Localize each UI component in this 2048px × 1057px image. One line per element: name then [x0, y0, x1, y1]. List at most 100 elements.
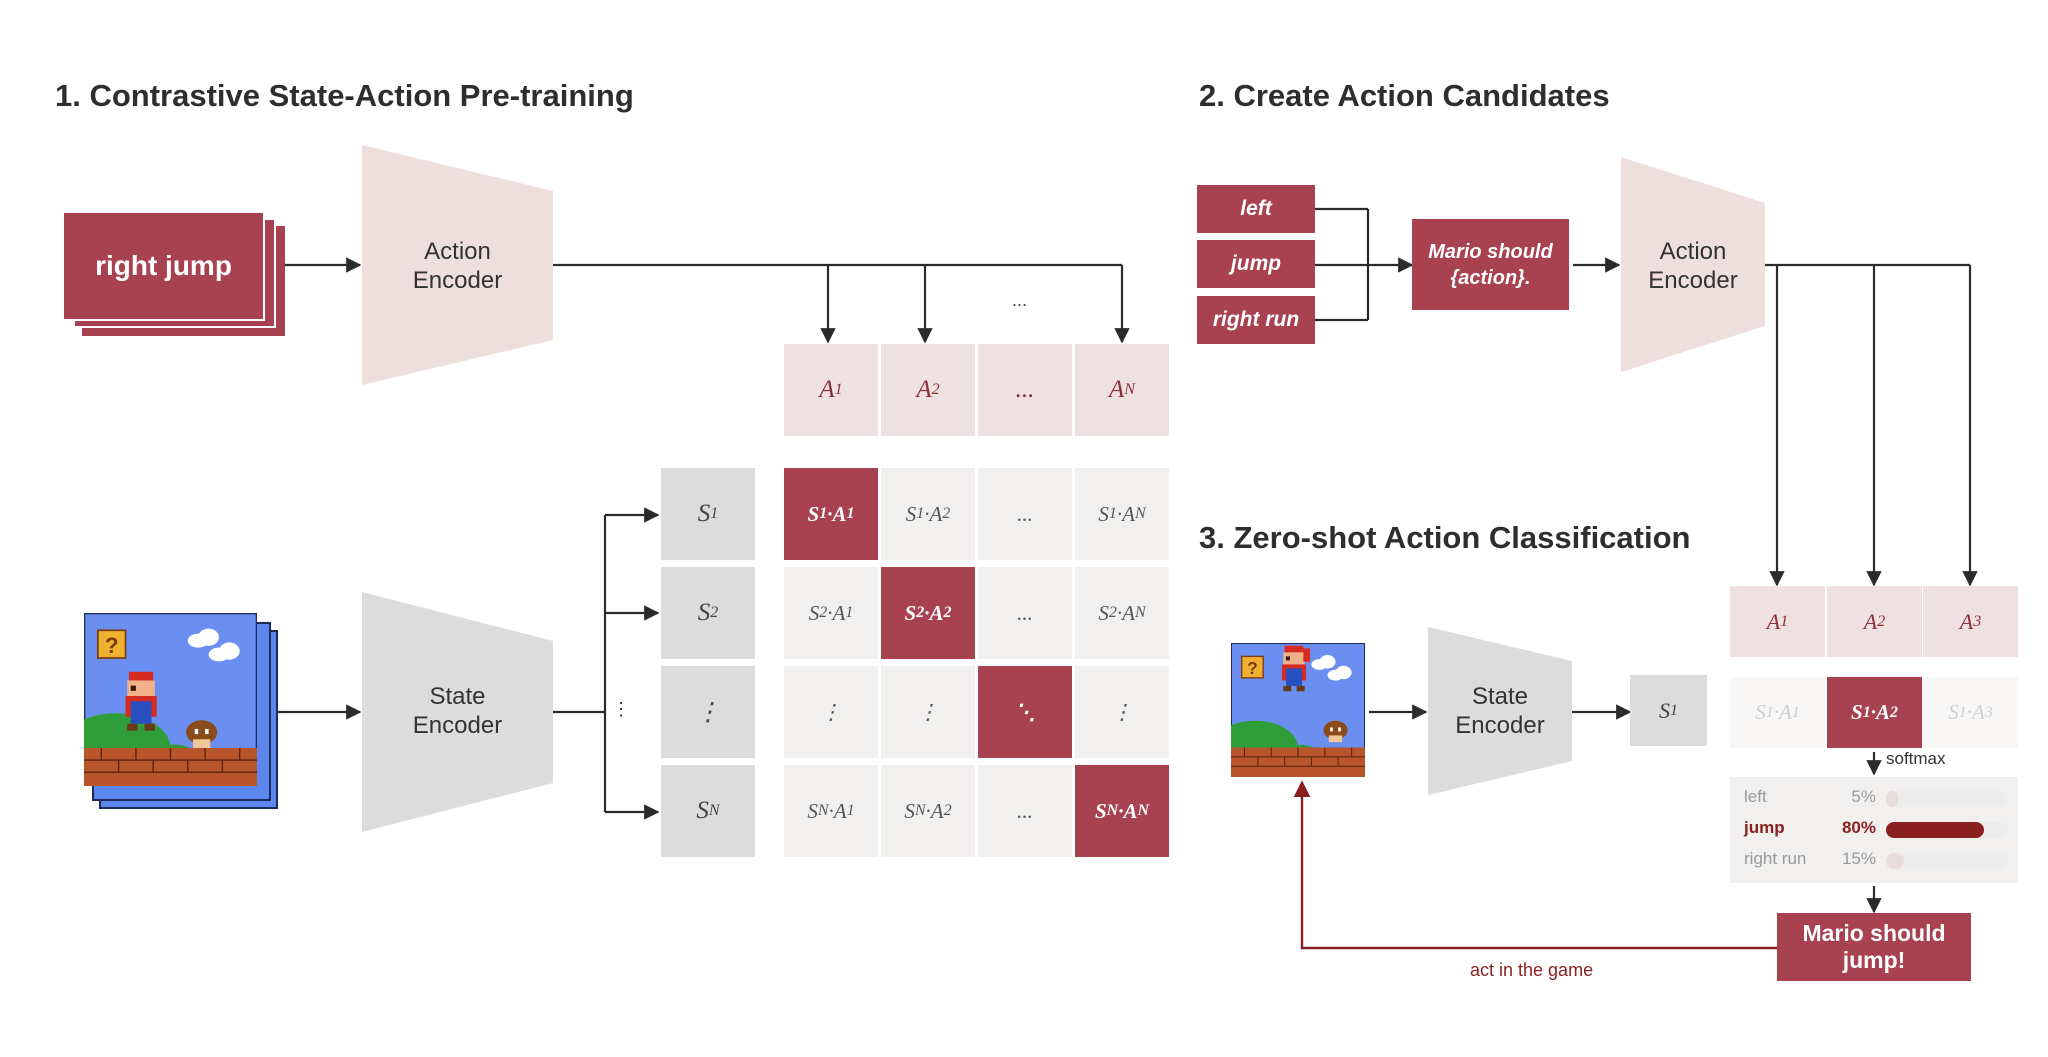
- classification-score-1-dot: ·: [1773, 700, 1779, 724]
- state-header-1-sub: 1: [710, 505, 719, 522]
- result-line1: Mario should: [1802, 920, 1946, 946]
- classification-state-encoder-label: State Encoder: [1428, 682, 1572, 740]
- matrix-cell-r4-c3: ...: [978, 765, 1072, 857]
- classification-score-3-term-0: S: [1948, 700, 1959, 724]
- classification-score-2-term-sub-1: 2: [1889, 703, 1898, 721]
- matrix-cell-r1-c1-dot: ·: [827, 501, 833, 526]
- probability-label-2: jump: [1744, 818, 1785, 837]
- matrix-cell-r2-c1-term-0: S: [808, 600, 820, 625]
- action-encoder-line2: Encoder: [412, 267, 503, 294]
- matrix-cell-r4-c2-dot: ·: [925, 798, 931, 823]
- matrix-cell-r4-c4-term-0: S: [1094, 798, 1107, 823]
- candidate-action-header-2-base: A: [1863, 608, 1878, 634]
- matrix-cell-r4-c2-term-sub-1: 2: [943, 802, 952, 819]
- feedback-label: act in the game: [1470, 960, 1594, 980]
- state-frame: ?: [84, 613, 257, 786]
- action-header-3: ...: [978, 344, 1072, 436]
- classification-score-1-term-sub-1: 1: [1791, 703, 1800, 721]
- action-header-2-sub: 2: [931, 381, 940, 398]
- matrix-cell-r2-c2-term-sub-0: 2: [916, 604, 925, 621]
- matrix-cell-r4-c1-term-1: A: [833, 798, 847, 823]
- matrix-cell-r3-c3: ⋱: [978, 666, 1072, 758]
- action-encoder-line1: Action: [424, 238, 491, 265]
- candidate-action-1: left: [1197, 185, 1315, 233]
- classification-score-3-dot: ·: [1966, 700, 1972, 724]
- candidate-action-header-1-base: A: [1766, 608, 1781, 634]
- matrix-cell-r1-c4-term-0: S: [1098, 501, 1109, 526]
- classification-score-1-term-0: S: [1755, 700, 1766, 724]
- game-scene-picture: ?: [84, 613, 257, 786]
- matrix-cell-r2-c2-term-1: A: [929, 600, 944, 625]
- probability-bar-fill-3: [1886, 853, 1904, 869]
- state-split-vdots: ⋮: [612, 699, 630, 719]
- probability-bar-track-1: [1886, 791, 2008, 807]
- classification-score-2-term-1: A: [1875, 700, 1890, 724]
- classification-game-frame: ?: [1231, 643, 1365, 777]
- probability-label-3: right run: [1744, 849, 1807, 868]
- state-encoder-label: State Encoder: [362, 682, 553, 740]
- result-box: Mario should jump!: [1777, 913, 1971, 981]
- matrix-cell-r2-c4-term-1: A: [1122, 600, 1135, 625]
- result-line2: jump!: [1842, 947, 1906, 973]
- probability-percent-3: 15%: [1841, 849, 1876, 868]
- svg-text:?: ?: [105, 633, 119, 658]
- candidate-action-header-3-base: A: [1959, 608, 1974, 634]
- action-header-1-base: A: [819, 376, 835, 403]
- probability-percent-2: 80%: [1841, 818, 1876, 837]
- matrix-cell-r2-c2-term-0: S: [904, 600, 917, 625]
- action-ellipsis: ...: [1012, 290, 1028, 310]
- candidate-action-label-3: right run: [1212, 308, 1300, 331]
- state-header-2-sub: 2: [710, 604, 719, 621]
- candidate-action-label-2: jump: [1230, 252, 1282, 275]
- matrix-cell-r4-c2-term-0: S: [904, 798, 915, 823]
- candidate-action-encoder-label: Action Encoder: [1621, 237, 1765, 295]
- matrix-cell-r4-c1-dot: ·: [828, 798, 834, 823]
- state-header-2-base: S: [697, 599, 711, 626]
- matrix-cell-r4-c2-term-sub-0: N: [914, 802, 926, 819]
- matrix-cell-r4-c4-term-sub-1: N: [1137, 802, 1150, 819]
- action-header-3-base: ...: [1015, 376, 1035, 403]
- probability-bar-fill-2: [1886, 822, 1984, 838]
- matrix-cell-r1-c4-term-sub-1: N: [1134, 505, 1146, 522]
- classification-encoder-line1: State: [1471, 683, 1529, 710]
- classification-score-1-term-sub-0: 1: [1765, 703, 1774, 721]
- classification-state-base: S: [1659, 697, 1670, 723]
- classification-score-3-term-1: A: [1971, 700, 1985, 724]
- matrix-cell-r3-c1: ⋮: [784, 666, 878, 758]
- section-title-classification: 3. Zero-shot Action Classification: [1199, 520, 1691, 555]
- candidate-encoder-line1: Action: [1659, 238, 1727, 265]
- matrix-cell-r3-c2: ⋮: [881, 666, 975, 758]
- matrix-cell-r1-c1-term-0: S: [807, 501, 820, 526]
- matrix-cell-r4-c4-dot: ·: [1118, 798, 1124, 823]
- matrix-cell-r1-c4-term-sub-0: 1: [1108, 505, 1117, 522]
- matrix-cell-r1-c4-term-1: A: [1122, 501, 1135, 526]
- candidate-encoder-line2: Encoder: [1648, 267, 1738, 294]
- state-header-3: ⋮: [661, 666, 755, 758]
- state-header-4-sub: N: [708, 802, 720, 819]
- matrix-cell-r1-c1-term-1: A: [832, 501, 847, 526]
- action-input-card: right jump: [62, 211, 265, 321]
- matrix-cell-r1-c4-dot: ·: [1116, 501, 1123, 526]
- matrix-cell-r1-c2-dot: ·: [924, 501, 930, 526]
- prompt-template-line2: {action}.: [1450, 266, 1531, 289]
- classification-state-sub: 1: [1670, 701, 1678, 719]
- probability-label-1: left: [1744, 787, 1767, 806]
- candidate-action-header-3-sub: 3: [1973, 612, 1982, 630]
- matrix-cell-r4-c4-term-1: A: [1123, 798, 1138, 823]
- matrix-cell-r1-c2-term-1: A: [929, 501, 943, 526]
- matrix-cell-r2-c4-term-0: S: [1098, 600, 1109, 625]
- state-encoder-shape: [362, 592, 553, 832]
- matrix-cell-r4-c1-term-0: S: [807, 798, 818, 823]
- candidate-action-3: right run: [1197, 296, 1315, 344]
- probability-bar-track-3: [1886, 853, 2008, 869]
